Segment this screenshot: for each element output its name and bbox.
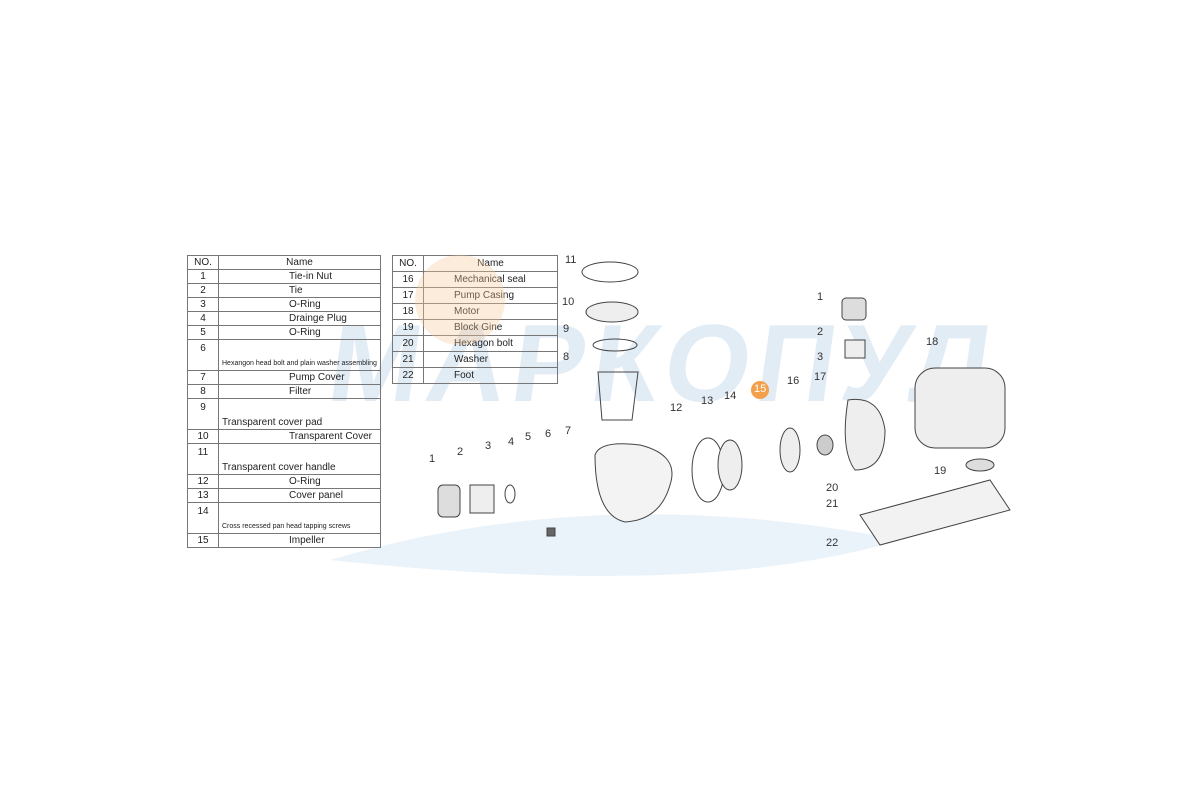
callout: 3 (485, 440, 492, 452)
part-tie-in-nut-right (841, 297, 867, 321)
callout: 19 (934, 465, 947, 477)
callout: 7 (565, 425, 572, 437)
callout: 20 (826, 482, 839, 494)
callout: 17 (814, 371, 827, 383)
callout: 8 (563, 351, 570, 363)
part-mechanical-seal (816, 434, 834, 456)
part-filter (597, 371, 639, 421)
callout: 5 (525, 431, 532, 443)
callout: 22 (826, 537, 839, 549)
callout: 4 (508, 436, 515, 448)
part-transparent-cover (585, 301, 639, 323)
part-pump-cover (594, 443, 673, 523)
part-tie-right (844, 339, 866, 359)
callout: 15 (754, 383, 767, 395)
highlight-15-circle (751, 381, 769, 399)
callout: 3 (817, 351, 824, 363)
callout: 9 (563, 323, 570, 335)
part-cover-handle (581, 261, 639, 283)
part-tie-in-nut-left (437, 484, 461, 518)
part-motor (914, 367, 1006, 449)
part-cover-pad (592, 338, 638, 352)
callout: 16 (787, 375, 800, 387)
callout: 13 (701, 395, 714, 407)
part-drain-plug (546, 527, 556, 537)
part-impeller (779, 427, 801, 473)
callout: 2 (457, 446, 464, 458)
callout: 6 (545, 428, 552, 440)
part-cover-panel (717, 439, 743, 491)
callout: 14 (724, 390, 737, 402)
orange-watermark-circle (415, 255, 505, 345)
callout: 12 (670, 402, 683, 414)
callout: 21 (826, 498, 839, 510)
part-tie-left (469, 484, 495, 514)
watermark-wave (330, 514, 900, 576)
callout: 18 (926, 336, 939, 348)
callout: 11 (565, 254, 577, 266)
callout: 2 (817, 326, 824, 338)
callout: 1 (429, 453, 436, 465)
part-o-ring-3 (504, 484, 516, 504)
callout: 10 (562, 296, 575, 308)
callout: 1 (817, 291, 824, 303)
part-block-gine (965, 458, 995, 472)
part-foot (859, 479, 1011, 546)
part-pump-casing (844, 398, 886, 471)
